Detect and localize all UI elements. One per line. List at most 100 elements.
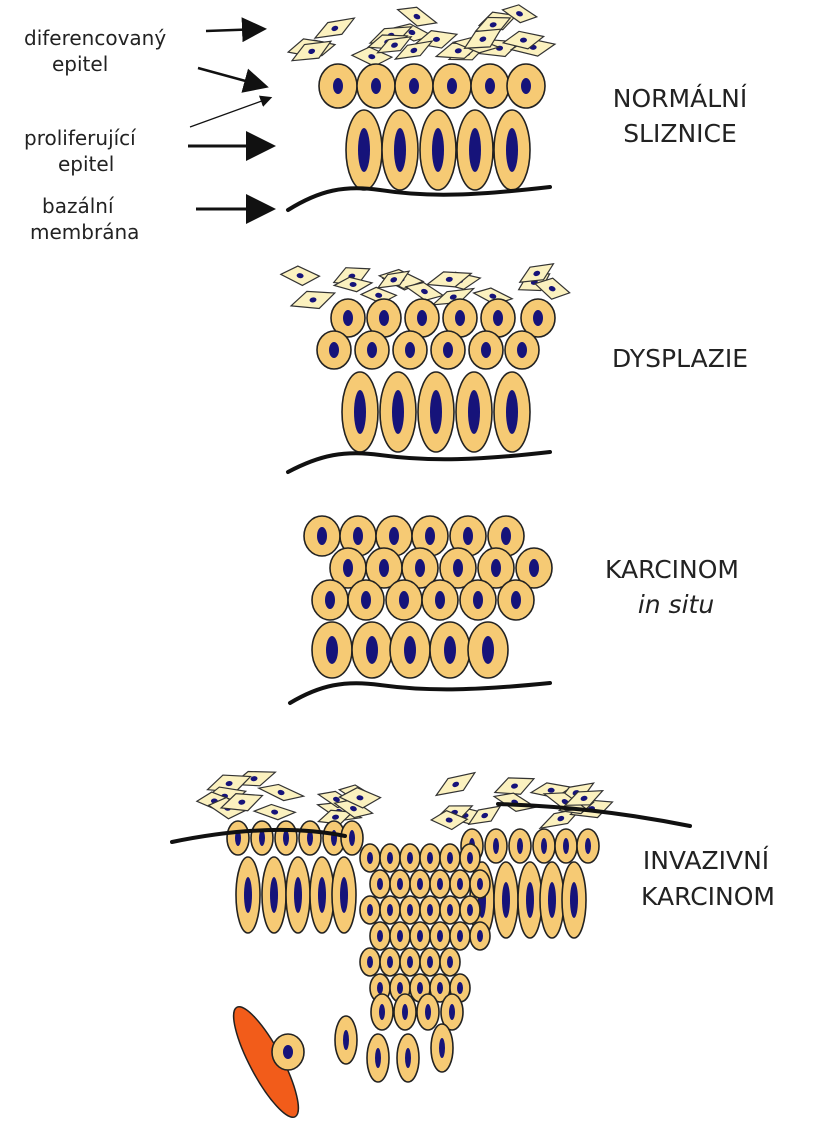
cell-nucleus <box>457 982 463 994</box>
annotation-arrow <box>206 29 262 31</box>
cell-nucleus <box>371 78 381 94</box>
epithelial-cell <box>386 580 422 620</box>
epithelial-cell <box>262 857 286 933</box>
epithelial-cell <box>312 580 348 620</box>
epithelial-cell <box>400 896 420 924</box>
squamous-cell <box>257 780 305 805</box>
cell-nucleus <box>379 310 389 326</box>
epithelial-cell <box>352 622 392 678</box>
epithelial-cell <box>420 896 440 924</box>
cell-nucleus <box>432 128 444 172</box>
cell-nucleus <box>425 1004 431 1020</box>
annotation-arrows <box>188 29 270 209</box>
cell-nucleus <box>485 78 495 94</box>
epithelial-cell <box>360 896 380 924</box>
cell-nucleus <box>354 390 366 434</box>
cell-nucleus <box>517 342 527 358</box>
epithelial-cell <box>420 110 456 190</box>
cell-nucleus <box>283 1045 293 1059</box>
cell-nucleus <box>343 1030 349 1050</box>
cell-nucleus <box>375 1048 381 1068</box>
cell-nucleus <box>417 878 423 890</box>
squamous-cell <box>289 286 337 313</box>
cell-nucleus <box>570 882 578 918</box>
cell-nucleus <box>394 128 406 172</box>
cell-nucleus <box>469 128 481 172</box>
basal-membrane <box>290 683 550 703</box>
epithelial-cell <box>450 922 470 950</box>
cell-nucleus <box>437 982 443 994</box>
epithelial-cell <box>494 372 530 452</box>
cell-nucleus <box>439 1038 445 1058</box>
cell-nucleus <box>477 878 483 890</box>
epithelial-cell <box>393 331 427 369</box>
epithelial-cell <box>382 110 418 190</box>
epithelial-cell <box>460 896 480 924</box>
cell-nucleus <box>427 904 433 916</box>
epithelial-cell <box>390 870 410 898</box>
epithelial-cell <box>348 580 384 620</box>
cell-nucleus <box>270 877 278 913</box>
cell-nucleus <box>407 956 413 968</box>
cell-nucleus <box>366 636 378 664</box>
cell-nucleus <box>329 342 339 358</box>
epithelial-cell <box>319 64 357 108</box>
epithelial-cell <box>533 829 555 863</box>
cell-nucleus <box>353 527 363 545</box>
cell-nucleus <box>481 342 491 358</box>
cell-nucleus <box>379 1004 385 1020</box>
epithelial-cell <box>357 64 395 108</box>
cell-nucleus <box>447 78 457 94</box>
cell-nucleus <box>526 882 534 918</box>
epithelial-cell <box>370 870 390 898</box>
annotation-differentiated-line2: epitel <box>52 52 108 76</box>
epithelial-cell <box>400 948 420 976</box>
cell-nucleus <box>367 342 377 358</box>
cell-nucleus <box>533 310 543 326</box>
cell-nucleus <box>283 830 289 846</box>
epithelial-cell <box>312 622 352 678</box>
epithelial-cell <box>227 821 249 855</box>
epithelial-cell <box>469 331 503 369</box>
cell-nucleus <box>417 930 423 942</box>
stage-dysplasia-label: DYSPLAZIE <box>612 344 748 374</box>
cell-nucleus <box>333 78 343 94</box>
cell-nucleus <box>387 852 393 864</box>
cell-nucleus <box>397 982 403 994</box>
epithelial-cell <box>433 64 471 108</box>
stage-invasive-line1: INVAZIVNÍ <box>643 846 769 876</box>
cell-nucleus <box>377 930 383 942</box>
cell-nucleus <box>563 838 569 854</box>
epithelial-cell <box>286 857 310 933</box>
cell-nucleus <box>501 527 511 545</box>
cell-nucleus <box>443 342 453 358</box>
cell-nucleus <box>517 838 523 854</box>
stage-cis-line2: in situ <box>638 590 714 620</box>
cell-nucleus <box>367 904 373 916</box>
epithelial-cell <box>420 844 440 872</box>
cell-nucleus <box>387 904 393 916</box>
epithelial-cell <box>471 64 509 108</box>
epithelial-cell <box>355 331 389 369</box>
cell-nucleus <box>447 904 453 916</box>
epithelial-cell <box>370 922 390 950</box>
cell-nucleus <box>358 128 370 172</box>
cell-nucleus <box>455 310 465 326</box>
cell-nucleus <box>294 877 302 913</box>
epithelial-cell <box>272 1034 304 1070</box>
epithelial-cell <box>380 948 400 976</box>
cell-nucleus <box>506 390 518 434</box>
cell-nucleus <box>389 527 399 545</box>
epithelial-cell <box>417 994 439 1030</box>
cell-nucleus <box>453 559 463 577</box>
annotation-basal-line1: bazální <box>42 194 114 218</box>
stage-cis-line1: KARCINOM <box>605 555 739 585</box>
cell-nucleus <box>379 559 389 577</box>
cell-nucleus <box>447 852 453 864</box>
cell-nucleus <box>449 1004 455 1020</box>
cell-nucleus <box>407 852 413 864</box>
squamous-cell <box>432 767 480 801</box>
cell-nucleus <box>506 128 518 172</box>
basal-membrane <box>288 187 550 210</box>
cell-nucleus <box>444 636 456 664</box>
